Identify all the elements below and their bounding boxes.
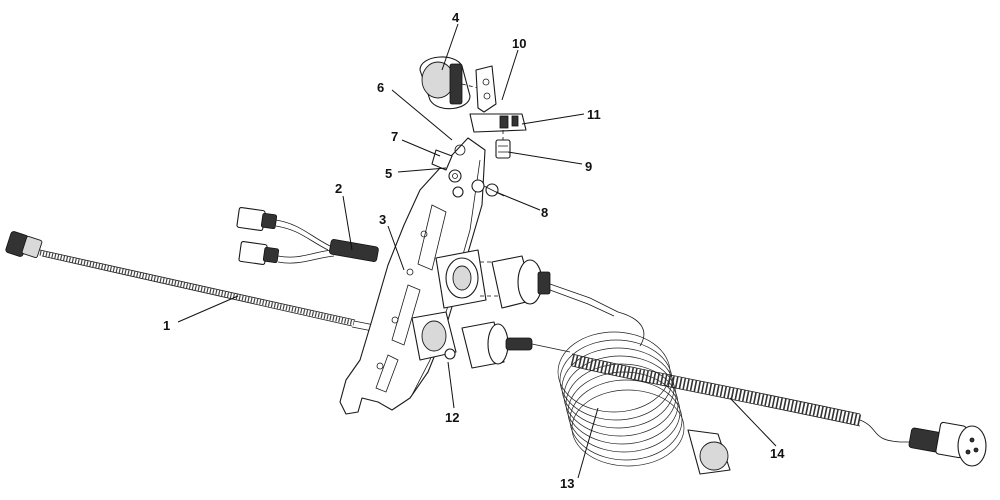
callout-7: 7 [391,129,398,144]
leader-12 [447,361,455,409]
part-13-coiled-cable [557,311,731,475]
leader-2 [342,195,353,251]
leader-10 [501,49,519,101]
callout-9: 9 [585,159,592,174]
callout-labels: 1 2 3 4 5 6 7 8 9 10 11 12 13 14 [163,10,785,491]
socket-assembly [435,249,619,317]
leader-11 [521,113,585,125]
callout-14: 14 [770,446,785,461]
part-12-lower-socket [411,311,571,369]
leader-5 [397,167,447,173]
callout-3: 3 [379,212,386,227]
leader-lines [177,23,777,479]
part-8-bolts [471,179,505,197]
part-5-screw [448,169,464,198]
part-4-connector-housing [419,56,487,110]
callout-10: 10 [512,36,526,51]
part-9-screws [495,130,511,159]
part-3-bracket-plate [339,137,486,415]
leader-4 [441,23,459,71]
callout-2: 2 [335,181,342,196]
part-11-mounting-plate [469,113,527,133]
callout-11: 11 [587,107,601,122]
leader-14 [729,397,777,447]
callout-6: 6 [377,80,384,95]
callout-4: 4 [452,10,460,25]
leader-13 [577,407,599,479]
part-2-twin-branch-harness [236,206,379,266]
leader-7 [401,139,441,157]
callout-13: 13 [560,476,574,491]
leader-6 [391,89,453,141]
leader-3 [387,225,405,271]
callout-5: 5 [385,166,392,181]
leader-8 [495,191,541,211]
leader-1 [177,295,239,323]
callout-1: 1 [163,318,170,333]
callout-12: 12 [445,410,459,425]
part-14-spiral-cable [570,353,987,467]
part-10-small-bracket [475,65,497,113]
leader-9 [507,151,583,165]
callout-8: 8 [541,205,548,220]
